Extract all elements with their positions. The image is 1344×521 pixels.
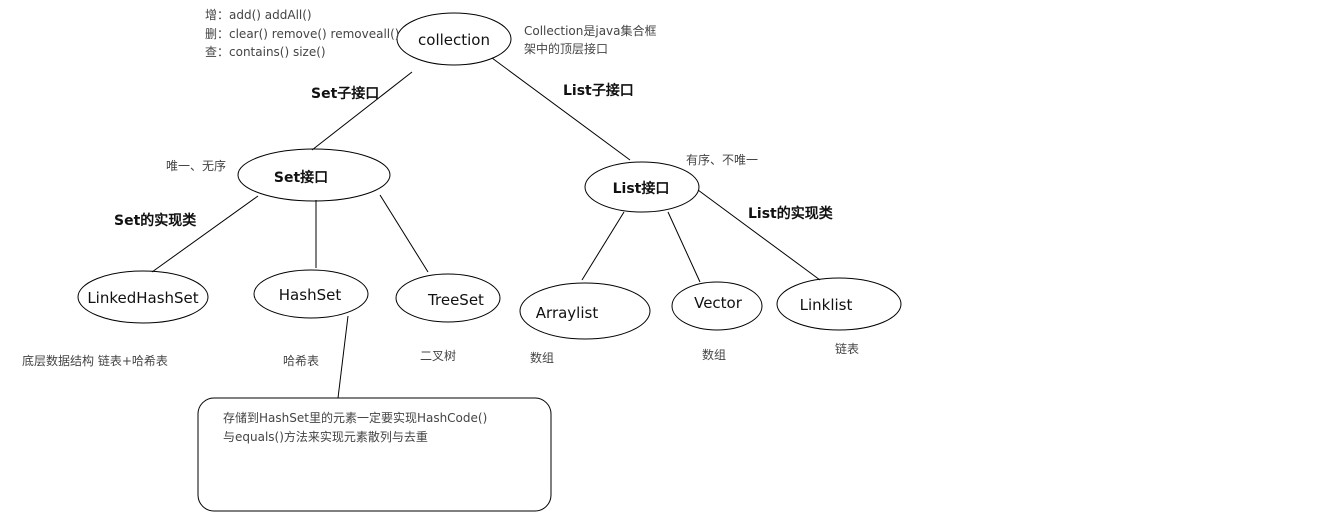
- edge-hashset-box: [337, 315, 349, 399]
- note-list-traits: 有序、不唯一: [686, 153, 759, 167]
- note-linkedhashset-structure: 底层数据结构 链表+哈希表: [22, 354, 168, 368]
- note-set-traits: 唯一、无序: [166, 159, 227, 173]
- node-set-interface: [237, 148, 391, 202]
- edge-set-linkedhashset: [151, 195, 259, 273]
- note-delete-methods: 删：clear() remove() removeall(): [205, 27, 400, 41]
- note-arraylist-structure: 数组: [530, 351, 555, 365]
- note-hashset-structure: 哈希表: [283, 354, 320, 368]
- node-arraylist: [519, 282, 651, 340]
- note-collection-line2: 架中的顶层接口: [524, 42, 609, 56]
- label-set-implementations: Set的实现类: [114, 213, 197, 229]
- edge-collection-list: [491, 57, 631, 161]
- node-linklist: [776, 277, 902, 331]
- note-add-methods: 增：add() addAll(): [205, 8, 312, 22]
- node-vector: [671, 281, 763, 331]
- node-linkedhashset: [77, 270, 209, 324]
- node-vector-label: Vector: [694, 294, 743, 312]
- node-collection-label: collection: [418, 31, 490, 49]
- label-list-sub-interface: List子接口: [563, 83, 634, 99]
- edge-list-linklist: [697, 189, 821, 281]
- note-query-methods: 查：contains() size(): [205, 45, 326, 59]
- node-hashset: [253, 269, 369, 319]
- node-set-interface-label: Set接口: [274, 169, 328, 186]
- node-treeset: [395, 273, 501, 323]
- node-linklist-label: Linklist: [800, 296, 853, 314]
- node-list-interface-label: List接口: [613, 180, 670, 197]
- node-treeset-label: TreeSet: [427, 291, 484, 309]
- edge-set-treeset: [379, 194, 429, 273]
- node-collection: [396, 12, 512, 66]
- label-list-implementations: List的实现类: [748, 206, 833, 222]
- edge-collection-set: [311, 71, 413, 151]
- node-hashset-label: HashSet: [279, 286, 342, 304]
- hashset-note-line1: 存储到HashSet里的元素一定要实现HashCode(): [223, 411, 488, 425]
- node-list-interface: [584, 161, 700, 213]
- note-vector-structure: 数组: [702, 348, 727, 362]
- edge-list-vector: [667, 211, 701, 283]
- note-collection-line1: Collection是java集合框: [524, 24, 657, 38]
- label-set-sub-interface: Set子接口: [311, 86, 380, 102]
- note-linklist-structure: 链表: [835, 342, 860, 356]
- node-linkedhashset-label: LinkedHashSet: [87, 289, 198, 307]
- edge-list-arraylist: [581, 211, 625, 281]
- node-arraylist-label: Arraylist: [536, 304, 599, 322]
- note-treeset-structure: 二叉树: [420, 349, 457, 363]
- hashset-note-box: [197, 397, 552, 512]
- hashset-note-line2: 与equals()方法来实现元素散列与去重: [223, 430, 428, 444]
